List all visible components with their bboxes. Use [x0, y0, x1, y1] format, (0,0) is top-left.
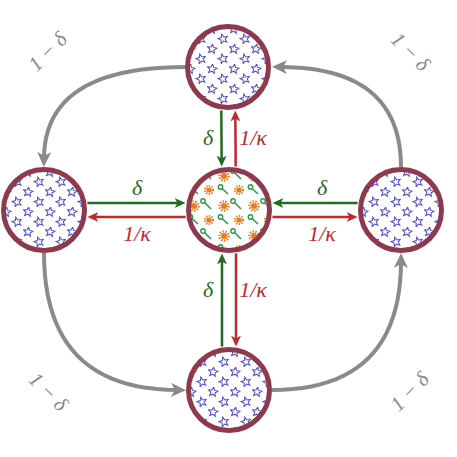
- rate-label: 1/κ: [308, 223, 336, 245]
- rate-label: δ: [203, 127, 213, 149]
- circle-outline: [185, 24, 271, 110]
- transition-arrow: [44, 67, 185, 159]
- circle-outline: [186, 167, 272, 253]
- rate-label: 1/κ: [239, 279, 267, 301]
- exchange-arrow: [87, 202, 179, 205]
- rate-label: 1 − δ: [387, 369, 434, 416]
- rate-label: 1 − δ: [25, 29, 72, 76]
- exchange-arrow: [220, 110, 223, 160]
- rate-label: δ: [132, 177, 142, 199]
- rate-label: 1/κ: [239, 127, 267, 149]
- transition-arrow: [44, 253, 178, 390]
- circle-outline: [186, 347, 272, 433]
- rate-label: 1 − δ: [25, 369, 72, 416]
- circle-shape: [188, 27, 269, 108]
- exchange-arrow: [272, 216, 351, 219]
- population-circle: [1, 167, 87, 253]
- rate-label: 1 − δ: [387, 29, 434, 76]
- circle-outline: [1, 167, 87, 253]
- rate-label: δ: [317, 177, 327, 199]
- circle-shape: [189, 350, 270, 431]
- rate-label: δ: [203, 279, 213, 301]
- population-circle: [358, 167, 444, 253]
- exchange-arrow: [235, 253, 238, 340]
- exchange-arrow: [278, 202, 357, 205]
- exchange-arrow: [234, 116, 237, 166]
- transition-arrow: [280, 67, 401, 167]
- rate-label: 1/κ: [123, 223, 151, 245]
- circle-shape: [189, 170, 270, 251]
- population-circle: [185, 24, 271, 110]
- population-circle: [186, 167, 272, 253]
- exchange-arrow: [221, 259, 224, 346]
- transition-arrow: [272, 261, 401, 390]
- exchange-arrow: [93, 216, 185, 219]
- circle-shape: [361, 170, 442, 251]
- circle-shape: [4, 170, 85, 251]
- population-circle: [186, 347, 272, 433]
- circle-outline: [358, 167, 444, 253]
